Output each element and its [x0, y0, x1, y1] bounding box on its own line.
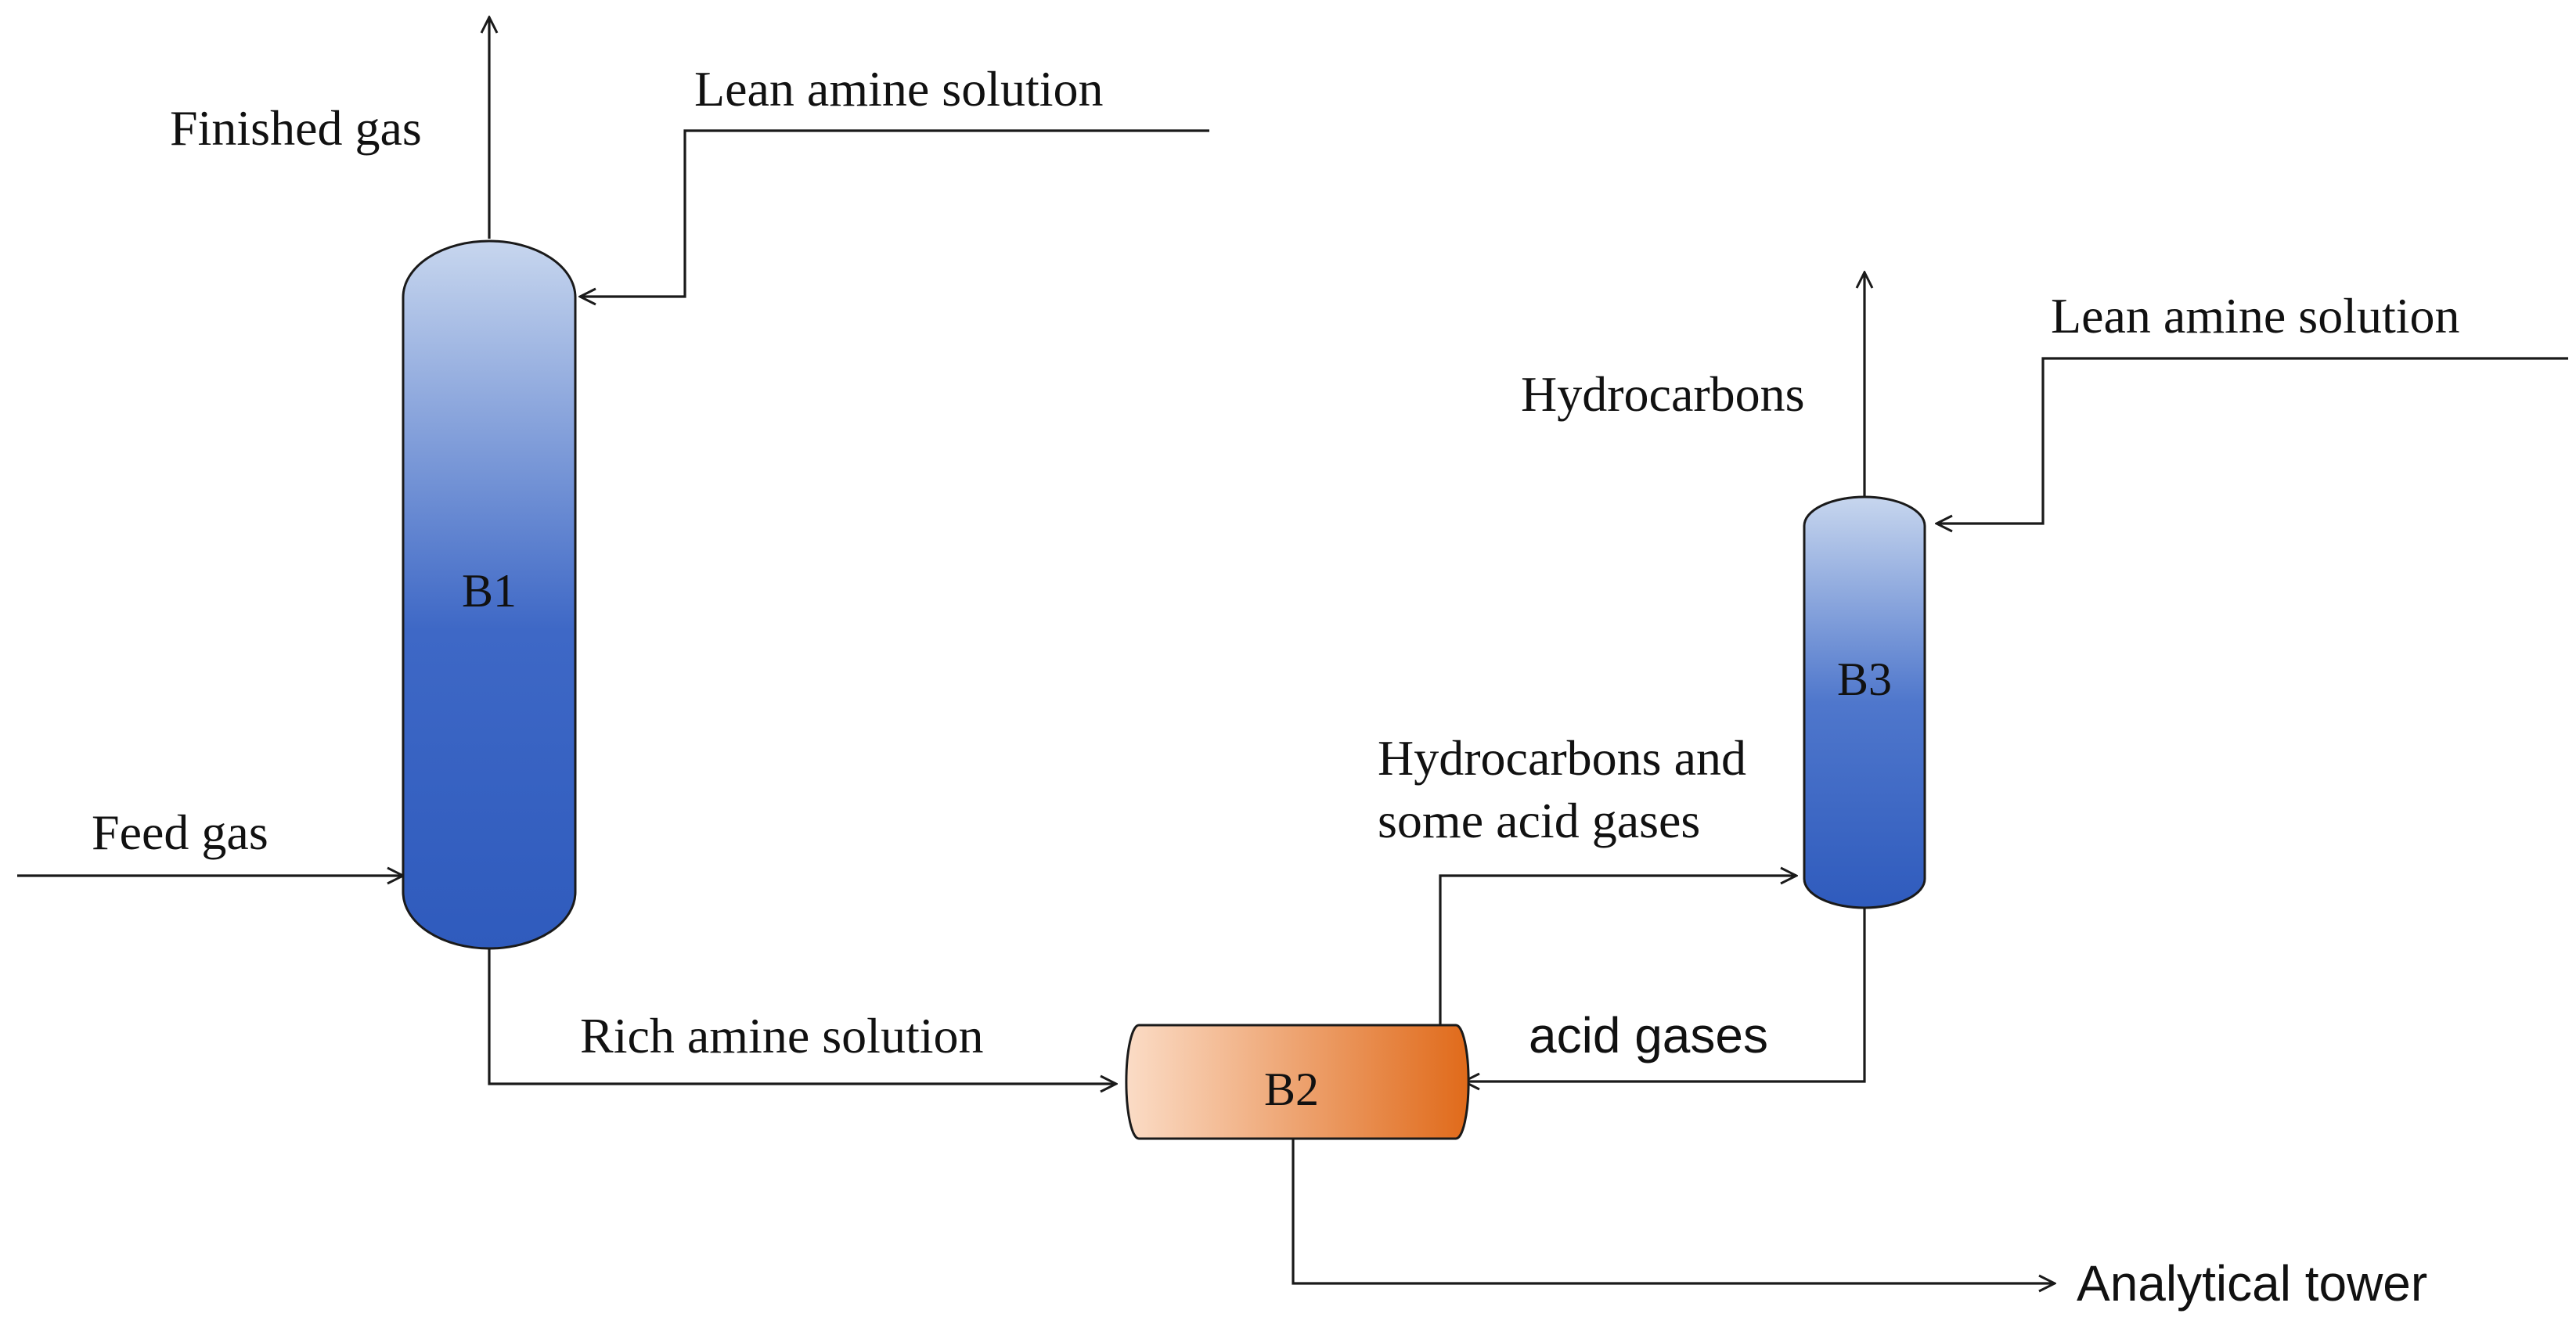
rich-amine-label: Rich amine solution — [580, 1008, 984, 1063]
analytical-tower-label: Analytical tower — [2077, 1255, 2427, 1312]
lean-amine-b1-line — [580, 129, 1209, 297]
hydrocarbons-label: Hydrocarbons — [1521, 366, 1805, 422]
hc-acid-gases-label-line2: some acid gases — [1378, 793, 1700, 848]
hc-acid-gases-line — [1439, 876, 1796, 1025]
lean-amine-b3-label: Lean amine solution — [2051, 288, 2460, 344]
feed-gas-label: Feed gas — [92, 804, 268, 860]
hc-acid-gases-label-line1: Hydrocarbons and — [1378, 730, 1746, 786]
rich-amine-line — [488, 948, 1116, 1084]
b3-label: B3 — [1837, 653, 1892, 705]
b1-column-body — [402, 239, 577, 950]
b1-column: B1 — [402, 239, 577, 950]
acid-gases-label: acid gases — [1529, 1007, 1768, 1063]
b3-column: B3 — [1803, 495, 1926, 909]
b2-drum-body — [1125, 1024, 1470, 1140]
b3-column-body — [1803, 495, 1926, 909]
finished-gas-label: Finished gas — [170, 100, 422, 156]
b2-flash-drum: B2 — [1125, 1024, 1470, 1140]
b2-label: B2 — [1264, 1063, 1319, 1115]
b1-label: B1 — [462, 565, 517, 617]
lean-amine-b1-label: Lean amine solution — [694, 61, 1104, 117]
analytical-tower-line — [1292, 1139, 2055, 1283]
acid-gases-line — [1464, 908, 1866, 1081]
lean-amine-b3-line — [1937, 357, 2568, 524]
